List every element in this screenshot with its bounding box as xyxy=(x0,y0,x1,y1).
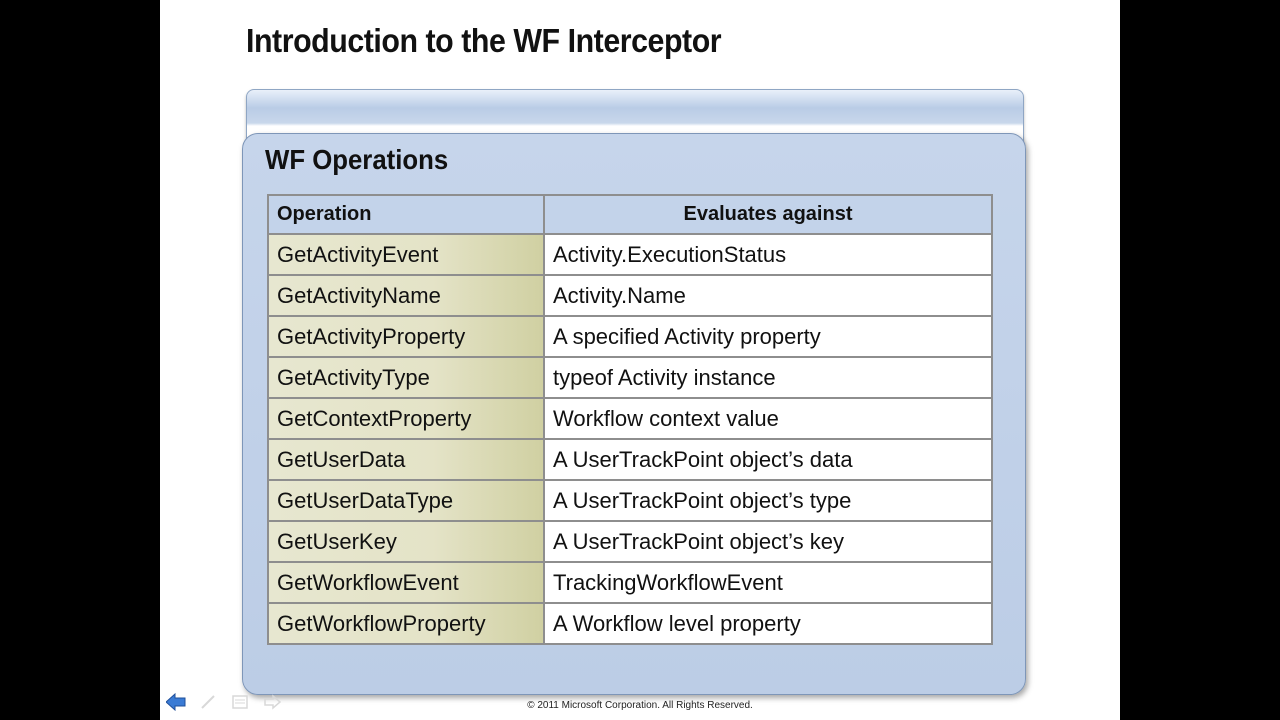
table-header-row: Operation Evaluates against xyxy=(267,194,993,235)
evaluates-cell: A UserTrackPoint object’s data xyxy=(543,438,993,481)
evaluates-cell: TrackingWorkflowEvent xyxy=(543,561,993,604)
forward-arrow-icon xyxy=(264,694,281,710)
table-row: GetActivityEvent Activity.ExecutionStatu… xyxy=(267,233,993,276)
operation-cell: GetWorkflowEvent xyxy=(267,561,545,604)
table-row: GetActivityName Activity.Name xyxy=(267,274,993,317)
panel-title: WF Operations xyxy=(265,144,449,175)
operation-cell: GetActivityName xyxy=(267,274,545,317)
header-operation: Operation xyxy=(267,194,545,235)
evaluates-cell: Workflow context value xyxy=(543,397,993,440)
table-row: GetActivityProperty A specified Activity… xyxy=(267,315,993,358)
back-arrow-button[interactable] xyxy=(164,692,188,712)
slideshow-nav-bar xyxy=(164,690,284,714)
pen-button[interactable] xyxy=(196,692,220,712)
operation-cell: GetActivityEvent xyxy=(267,233,545,276)
operation-cell: GetWorkflowProperty xyxy=(267,602,545,645)
table-row: GetUserDataType A UserTrackPoint object’… xyxy=(267,479,993,522)
evaluates-cell: typeof Activity instance xyxy=(543,356,993,399)
evaluates-cell: Activity.ExecutionStatus xyxy=(543,233,993,276)
slide: Introduction to the WF Interceptor WF Op… xyxy=(160,0,1120,720)
operation-cell: GetActivityType xyxy=(267,356,545,399)
table-row: GetUserKey A UserTrackPoint object’s key xyxy=(267,520,993,563)
evaluates-cell: A UserTrackPoint object’s key xyxy=(543,520,993,563)
operations-table: Operation Evaluates against GetActivityE… xyxy=(267,194,993,645)
evaluates-cell: A UserTrackPoint object’s type xyxy=(543,479,993,522)
operation-cell: GetActivityProperty xyxy=(267,315,545,358)
evaluates-cell: A specified Activity property xyxy=(543,315,993,358)
forward-arrow-button[interactable] xyxy=(260,692,284,712)
table-row: GetUserData A UserTrackPoint object’s da… xyxy=(267,438,993,481)
table-row: GetActivityType typeof Activity instance xyxy=(267,356,993,399)
operation-cell: GetUserDataType xyxy=(267,479,545,522)
copyright-notice: © 2011 Microsoft Corporation. All Rights… xyxy=(527,700,753,711)
table-row: GetWorkflowEvent TrackingWorkflowEvent xyxy=(267,561,993,604)
table-row: GetWorkflowProperty A Workflow level pro… xyxy=(267,602,993,645)
menu-button[interactable] xyxy=(228,692,252,712)
operation-cell: GetUserData xyxy=(267,438,545,481)
table-row: GetContextProperty Workflow context valu… xyxy=(267,397,993,440)
menu-icon xyxy=(232,695,248,709)
header-evaluates-against: Evaluates against xyxy=(543,194,993,235)
wf-operations-panel: WF Operations Operation Evaluates agains… xyxy=(242,133,1026,695)
evaluates-cell: A Workflow level property xyxy=(543,602,993,645)
evaluates-cell: Activity.Name xyxy=(543,274,993,317)
pen-icon xyxy=(201,695,215,709)
operation-cell: GetContextProperty xyxy=(267,397,545,440)
slide-title: Introduction to the WF Interceptor xyxy=(246,22,722,59)
back-arrow-icon xyxy=(166,693,186,711)
operation-cell: GetUserKey xyxy=(267,520,545,563)
